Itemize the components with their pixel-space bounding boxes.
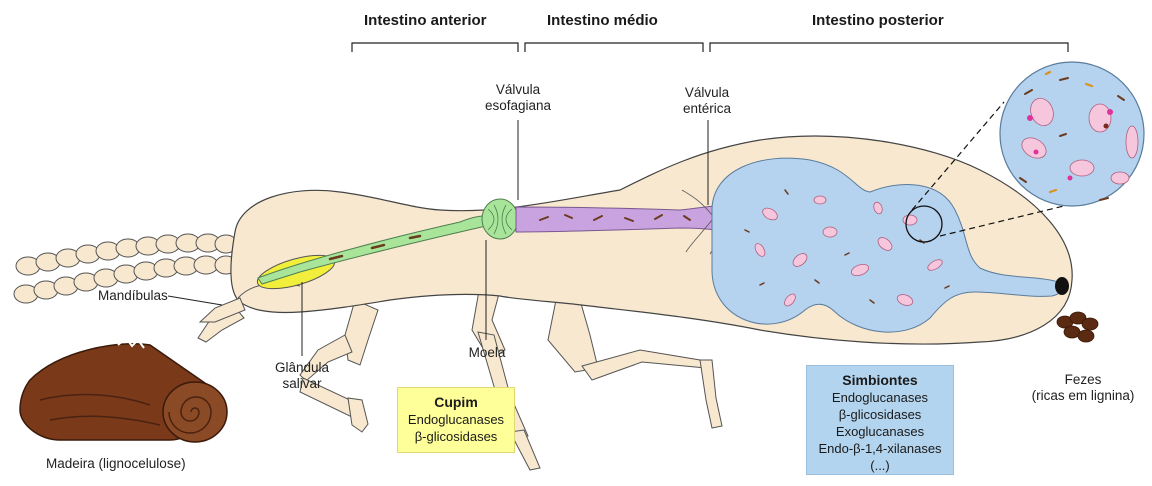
zoom-circle: [1000, 62, 1144, 206]
bracket-anterior: [352, 43, 518, 52]
simbiontes-box-item: β-glicosidases: [807, 406, 953, 423]
bracket-posterior: [710, 43, 1068, 52]
simbiontes-box-item: Exoglucanases: [807, 423, 953, 440]
simbiontes-box-item: Endo-β-1,4-xilanases: [807, 440, 953, 457]
label-valvula-enterica-line1: Válvula: [669, 85, 745, 101]
simbiontes-enzymes-box: Simbiontes Endoglucanases β-glicosidases…: [806, 365, 954, 475]
label-valvula-esofagiana-line1: Válvula: [477, 82, 559, 98]
midgut: [516, 206, 716, 232]
header-intestino-posterior: Intestino posterior: [812, 12, 944, 29]
label-valvula-enterica: Válvula entérica: [669, 85, 745, 117]
label-glandula-line1: Glândula: [266, 360, 338, 376]
anus: [1055, 277, 1069, 295]
bracket-medio: [525, 43, 703, 52]
cupim-box-item: β-glicosidases: [398, 428, 514, 445]
label-valvula-enterica-line2: entérica: [669, 101, 745, 117]
wood-log: [20, 338, 227, 442]
gizzard: [482, 199, 518, 239]
cupim-box-item: Endoglucanases: [398, 411, 514, 428]
label-fezes-line2: (ricas em lignina): [1028, 388, 1138, 404]
cupim-enzymes-box: Cupim Endoglucanases β-glicosidases: [397, 387, 515, 453]
label-mandibulas: Mandíbulas: [98, 288, 168, 304]
header-intestino-anterior: Intestino anterior: [364, 12, 487, 29]
simbiontes-box-item: (...): [807, 457, 953, 474]
feces-pellets: [1057, 312, 1098, 342]
section-brackets: [352, 43, 1068, 52]
label-valvula-esofagiana-line2: esofagiana: [477, 98, 559, 114]
label-glandula-salivar: Glândula salivar: [266, 360, 338, 392]
simbiontes-box-title: Simbiontes: [807, 372, 953, 389]
header-intestino-medio: Intestino médio: [547, 12, 658, 29]
label-valvula-esofagiana: Válvula esofagiana: [477, 82, 559, 114]
simbiontes-box-item: Endoglucanases: [807, 389, 953, 406]
label-madeira: Madeira (lignocelulose): [46, 456, 186, 472]
label-moela: Moela: [462, 345, 512, 361]
label-glandula-line2: salivar: [266, 376, 338, 392]
label-fezes-line1: Fezes: [1028, 372, 1138, 388]
cupim-box-title: Cupim: [398, 394, 514, 411]
label-fezes: Fezes (ricas em lignina): [1028, 372, 1138, 404]
